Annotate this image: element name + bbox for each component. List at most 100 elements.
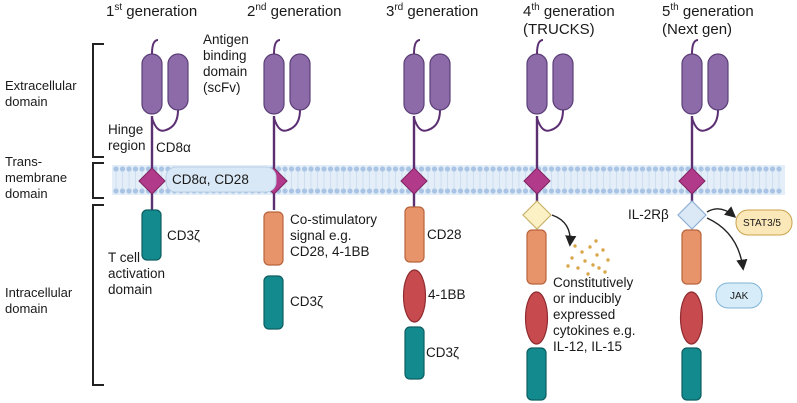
membrane-bead [113,166,119,172]
scfv-top-link [691,39,699,55]
car-receptor-gen5 [678,39,729,210]
membrane-bead [483,166,490,172]
membrane-bead [743,166,750,172]
scfv-top-link [413,39,421,55]
extracellular-domain-label: Extracellular domain [5,78,80,109]
cytokine-dot [591,263,595,267]
membrane-bead [626,166,633,172]
gen2-costim-domain [263,211,284,266]
membrane-bead [392,166,399,172]
membrane-bead [503,166,509,172]
membrane-bead [724,166,730,172]
membrane-bead [620,188,626,194]
membrane-bead [366,166,373,172]
membrane-bead [594,188,600,194]
membrane-bead [399,166,405,172]
membrane-bead [470,188,477,194]
membrane-bead [470,166,477,172]
gen4-header: 4th generation [523,2,615,20]
membrane-bead [392,188,399,194]
jak-label: JAK [730,291,749,302]
car-receptor-gen3 [400,39,451,210]
membrane-bead [704,166,711,172]
membrane-bead [386,166,392,172]
membrane-bead [555,188,561,194]
membrane-bead [158,188,165,194]
jak-arrow [706,217,748,271]
membrane-bead [321,188,327,194]
membrane-bead [301,166,308,172]
membrane-bead [113,188,119,194]
hinge-region-label: Hinge region [108,122,147,153]
membrane-bead [457,188,464,194]
membrane-bead [594,166,600,172]
membrane-bead [587,188,594,194]
membrane-bead [431,166,438,172]
membrane-bead [418,188,425,194]
membrane-bead [288,188,295,194]
membrane-bead [646,188,652,194]
membrane-bead [308,188,314,194]
membrane-bead [340,166,347,172]
membrane-bead [633,166,639,172]
scfv-top-link [273,39,281,55]
antigen-binding-label: Antigen binding domain (scFv) [203,32,253,95]
membrane-bead [737,188,743,194]
membrane-bead [321,166,327,172]
membrane-bead [425,166,431,172]
membrane-bead [561,166,568,172]
membrane-bead [379,166,386,172]
scfv-vl-domain [429,53,451,111]
gen2-cd3z-domain [263,275,284,330]
gen3-header: 3rd generation [386,2,478,20]
membrane-bead [516,188,522,194]
membrane-bead [438,188,444,194]
gen3-41bb-domain [402,269,427,323]
membrane-bead [509,166,516,172]
membrane-bead [763,188,769,194]
gen4-cd28-domain [526,229,547,285]
membrane-bead [587,166,594,172]
membrane-bead [600,188,607,194]
membrane-bead [522,166,529,172]
membrane-bead [568,166,574,172]
membrane-bead [425,188,431,194]
cytokine-dot [597,266,601,270]
gen3-cd28-label: CD28 [427,227,462,242]
intracellular-domain-label: Intracellular domain [5,285,76,316]
membrane-bead [659,166,665,172]
gen5-header: 5th generation [662,2,754,20]
cytokine-dot [586,272,590,276]
gen1-header: 1st generation [106,2,197,20]
cytokine-dot [603,270,607,274]
membrane-bead [360,188,366,194]
membrane-bead [483,188,490,194]
cytokines-label: Constitutively or inducibly expressed cy… [553,275,639,354]
membrane-bead [542,166,548,172]
car-receptor-gen4 [523,39,574,210]
membrane-bead [763,166,769,172]
gen5-cd28-domain [681,229,702,285]
membrane-bead [314,188,321,194]
membrane-bead [607,188,613,194]
membrane-bead [360,166,366,172]
membrane-bead [438,166,444,172]
membrane-bead [295,166,301,172]
cytokine-dot [580,250,584,254]
membrane-bead [373,166,379,172]
membrane-bead [399,188,405,194]
membrane-bead [672,166,678,172]
membrane-bead [665,188,672,194]
membrane-bead [275,166,282,172]
membrane-bead [509,188,516,194]
membrane-bead [542,188,548,194]
membrane-bead [711,166,717,172]
membrane-bead [314,166,321,172]
membrane-bead [418,166,425,172]
scfv-vl-domain [707,53,729,111]
gen4-cd3z-domain [526,347,547,401]
membrane-bead [126,188,132,194]
membrane-bead [451,188,457,194]
membrane-bead [581,166,587,172]
